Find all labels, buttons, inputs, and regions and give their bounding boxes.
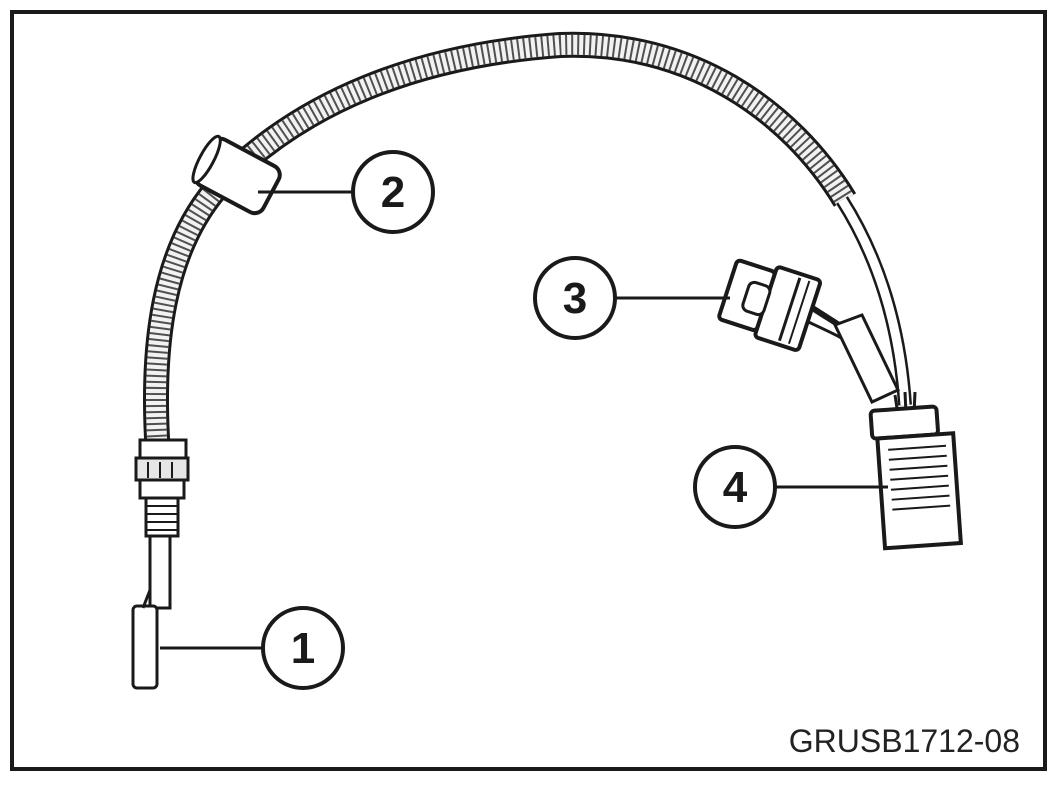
small-plug-connector-icon — [717, 258, 823, 352]
callout-2: 2 — [351, 150, 435, 234]
svg-text:1: 1 — [291, 624, 315, 673]
svg-text:4: 4 — [723, 463, 748, 512]
corrugated-cable-icon — [142, 31, 857, 456]
svg-text:3: 3 — [563, 274, 587, 323]
large-plug-connector-icon — [868, 404, 963, 551]
callout-4: 4 — [693, 445, 777, 529]
temperature-sensor-probe-icon — [131, 438, 190, 690]
callout-3: 3 — [533, 256, 617, 340]
svg-text:2: 2 — [381, 168, 405, 217]
callout-1: 1 — [261, 606, 345, 690]
figure-code: GRUSB1712-08 — [789, 723, 1020, 759]
cable-sleeve-icon — [191, 134, 282, 216]
